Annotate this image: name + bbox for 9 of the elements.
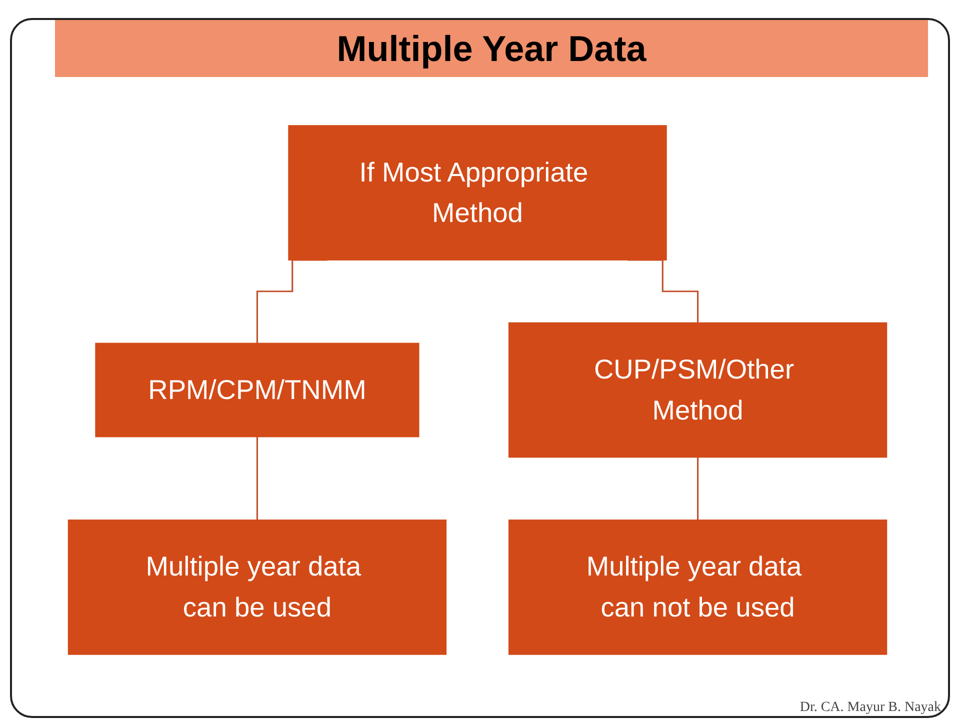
node-box: CUP/PSM/Other Method xyxy=(508,322,888,458)
connector xyxy=(256,436,258,521)
title-banner: Multiple Year Data xyxy=(55,20,928,77)
node-box: RPM/CPM/TNMM xyxy=(95,342,420,438)
node-box: Multiple year data can not be used xyxy=(508,520,888,655)
node-box: If Most Appropriate Method xyxy=(288,125,667,260)
connector xyxy=(697,456,699,521)
footer-note: Dr. CA. Mayur B. Nayak xyxy=(800,700,941,716)
node-box: Multiple year data can be used xyxy=(68,520,447,655)
